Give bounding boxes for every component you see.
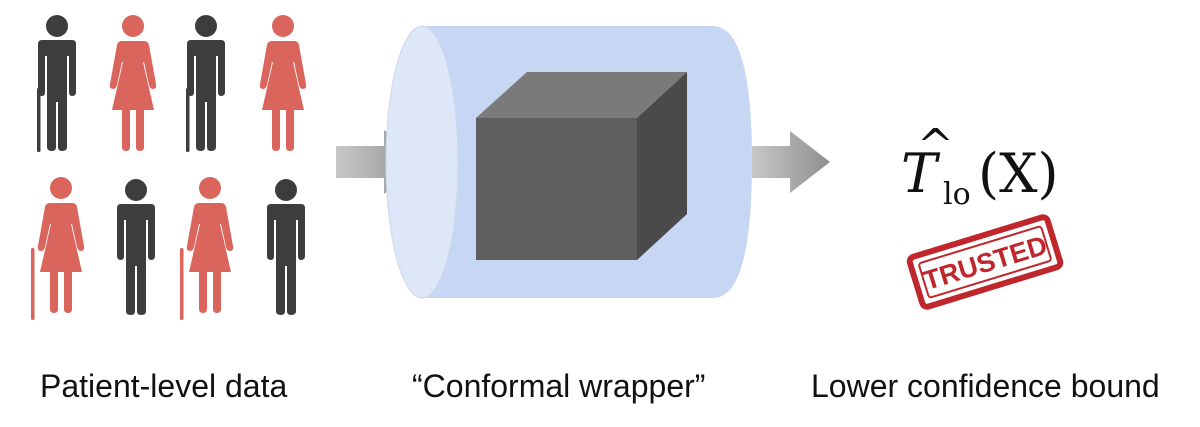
expression-argument: (X) (978, 142, 1059, 205)
female-icon (259, 15, 307, 151)
expression-hat: ^ (917, 120, 954, 171)
male-with-cane-icon (186, 15, 225, 152)
female-with-cane-icon (180, 177, 234, 320)
conformal-wrapper-caption: “Conformal wrapper” (412, 368, 706, 404)
lower-bound-expression: ^ T lo (X) (901, 120, 1059, 212)
expression-symbol: T (901, 142, 941, 205)
patient-icons (31, 15, 307, 320)
male-with-cane-icon (37, 15, 76, 152)
patient-level-data-caption: Patient-level data (40, 368, 288, 404)
female-with-cane-icon (31, 177, 85, 320)
male-icon (267, 179, 305, 315)
arrow-right-icon (752, 131, 830, 193)
female-icon (109, 15, 157, 151)
trusted-stamp: TRUSTED (906, 214, 1064, 310)
lower-confidence-bound-caption: Lower confidence bound (811, 368, 1160, 404)
expression-subscript: lo (943, 177, 971, 212)
black-box-cube-icon (476, 72, 687, 260)
male-icon (117, 179, 155, 315)
